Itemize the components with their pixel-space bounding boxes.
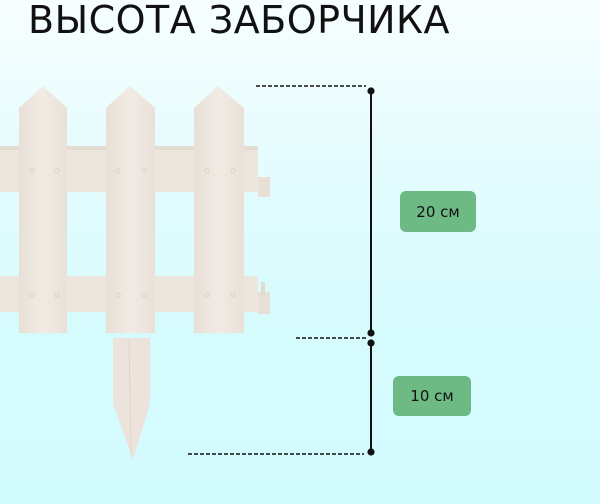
page-title: ВЫСОТА ЗАБОРЧИКА <box>28 0 451 42</box>
dimension-line-upper <box>256 85 375 337</box>
fence-picket-3 <box>194 86 244 333</box>
fence-stake <box>113 338 150 460</box>
height-badge-20cm: 20 см <box>400 191 476 232</box>
dimension-line-lower <box>188 337 375 456</box>
fence-picket-1 <box>19 86 67 333</box>
height-badge-10cm: 10 см <box>393 376 471 416</box>
fence-picket-2 <box>106 86 155 460</box>
